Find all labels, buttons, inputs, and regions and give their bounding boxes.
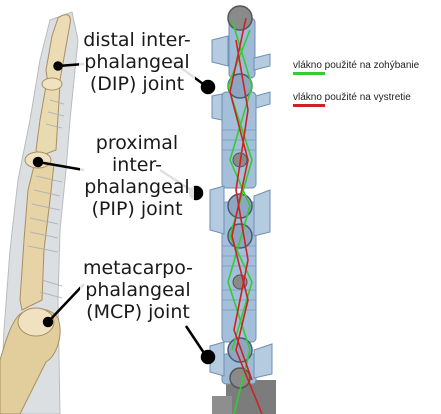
- dip-joint-label: distal inter- phalangeal (DIP) joint: [79, 29, 195, 95]
- mcp-pointer-right: [186, 326, 206, 356]
- mcp-label-line-1: metacarpo-: [82, 257, 194, 279]
- proximal-segment: [222, 202, 256, 342]
- legend-flexion: vlákno použité na zohýbanie: [293, 60, 419, 71]
- pip-label-line-4: (PIP) joint: [82, 198, 192, 220]
- legend-flexion-text: vlákno použité na zohýbanie: [293, 60, 419, 71]
- mcp-label-line-3: (MCP) joint: [82, 301, 194, 323]
- anatomical-finger-illustration: [0, 12, 78, 414]
- printed-finger-model: [210, 6, 276, 414]
- dip-pointer-right-dot: [202, 81, 214, 93]
- legend-extension: vlákno použité na vystretie: [293, 92, 411, 103]
- mcp-pointer-left-dot: [44, 318, 52, 326]
- mcp-label-line-2: phalangeal: [82, 279, 194, 301]
- legend-flexion-swatch: [293, 72, 325, 75]
- mcp-joint-label: metacarpo- phalangeal (MCP) joint: [80, 257, 196, 323]
- mcp-pointer-right-dot: [202, 351, 214, 363]
- pip-joint-label: proximal inter- phalangeal (PIP) joint: [80, 132, 194, 220]
- pip-label-line-3: phalangeal: [82, 176, 192, 198]
- legend-extension-swatch: [293, 104, 325, 107]
- pip-label-line-1: proximal: [82, 132, 192, 154]
- dip-label-line-1: distal inter-: [81, 29, 193, 51]
- base-block: [212, 396, 232, 414]
- pip-label-line-2: inter-: [82, 154, 192, 176]
- dip-pointer-left-dot: [55, 63, 62, 70]
- pip-pointer-left-dot: [34, 158, 42, 166]
- legend-extension-text: vlákno použité na vystretie: [293, 92, 411, 103]
- dip-label-line-2: phalangeal: [81, 51, 193, 73]
- tip-joint: [228, 6, 252, 30]
- dip-label-line-3: (DIP) joint: [81, 73, 193, 95]
